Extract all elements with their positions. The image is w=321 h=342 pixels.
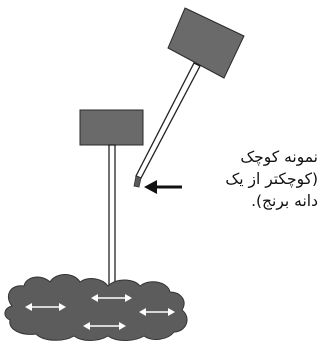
motion-arrow <box>25 303 66 311</box>
tilted-holder-block <box>167 7 245 79</box>
sample-label-line-1: نمونه کوچک <box>240 148 318 166</box>
sample-mass <box>4 274 188 341</box>
motion-arrow <box>91 294 132 302</box>
tilted-holder <box>133 7 245 188</box>
mass-body <box>4 274 188 341</box>
sample-label-line-3: دانه برنج). <box>251 192 318 210</box>
vertical-rod <box>108 144 116 300</box>
pointer-arrow <box>144 180 182 194</box>
vertical-holder-block <box>79 109 144 146</box>
sample-tip <box>133 175 142 188</box>
vertical-holder <box>79 109 144 300</box>
motion-arrow <box>83 322 126 330</box>
sample-label: نمونه کوچک (کوچکتر از یک دانه برنج). <box>176 146 318 212</box>
sample-label-line-2: (کوچکتر از یک <box>225 170 318 188</box>
motion-arrow <box>139 308 175 316</box>
